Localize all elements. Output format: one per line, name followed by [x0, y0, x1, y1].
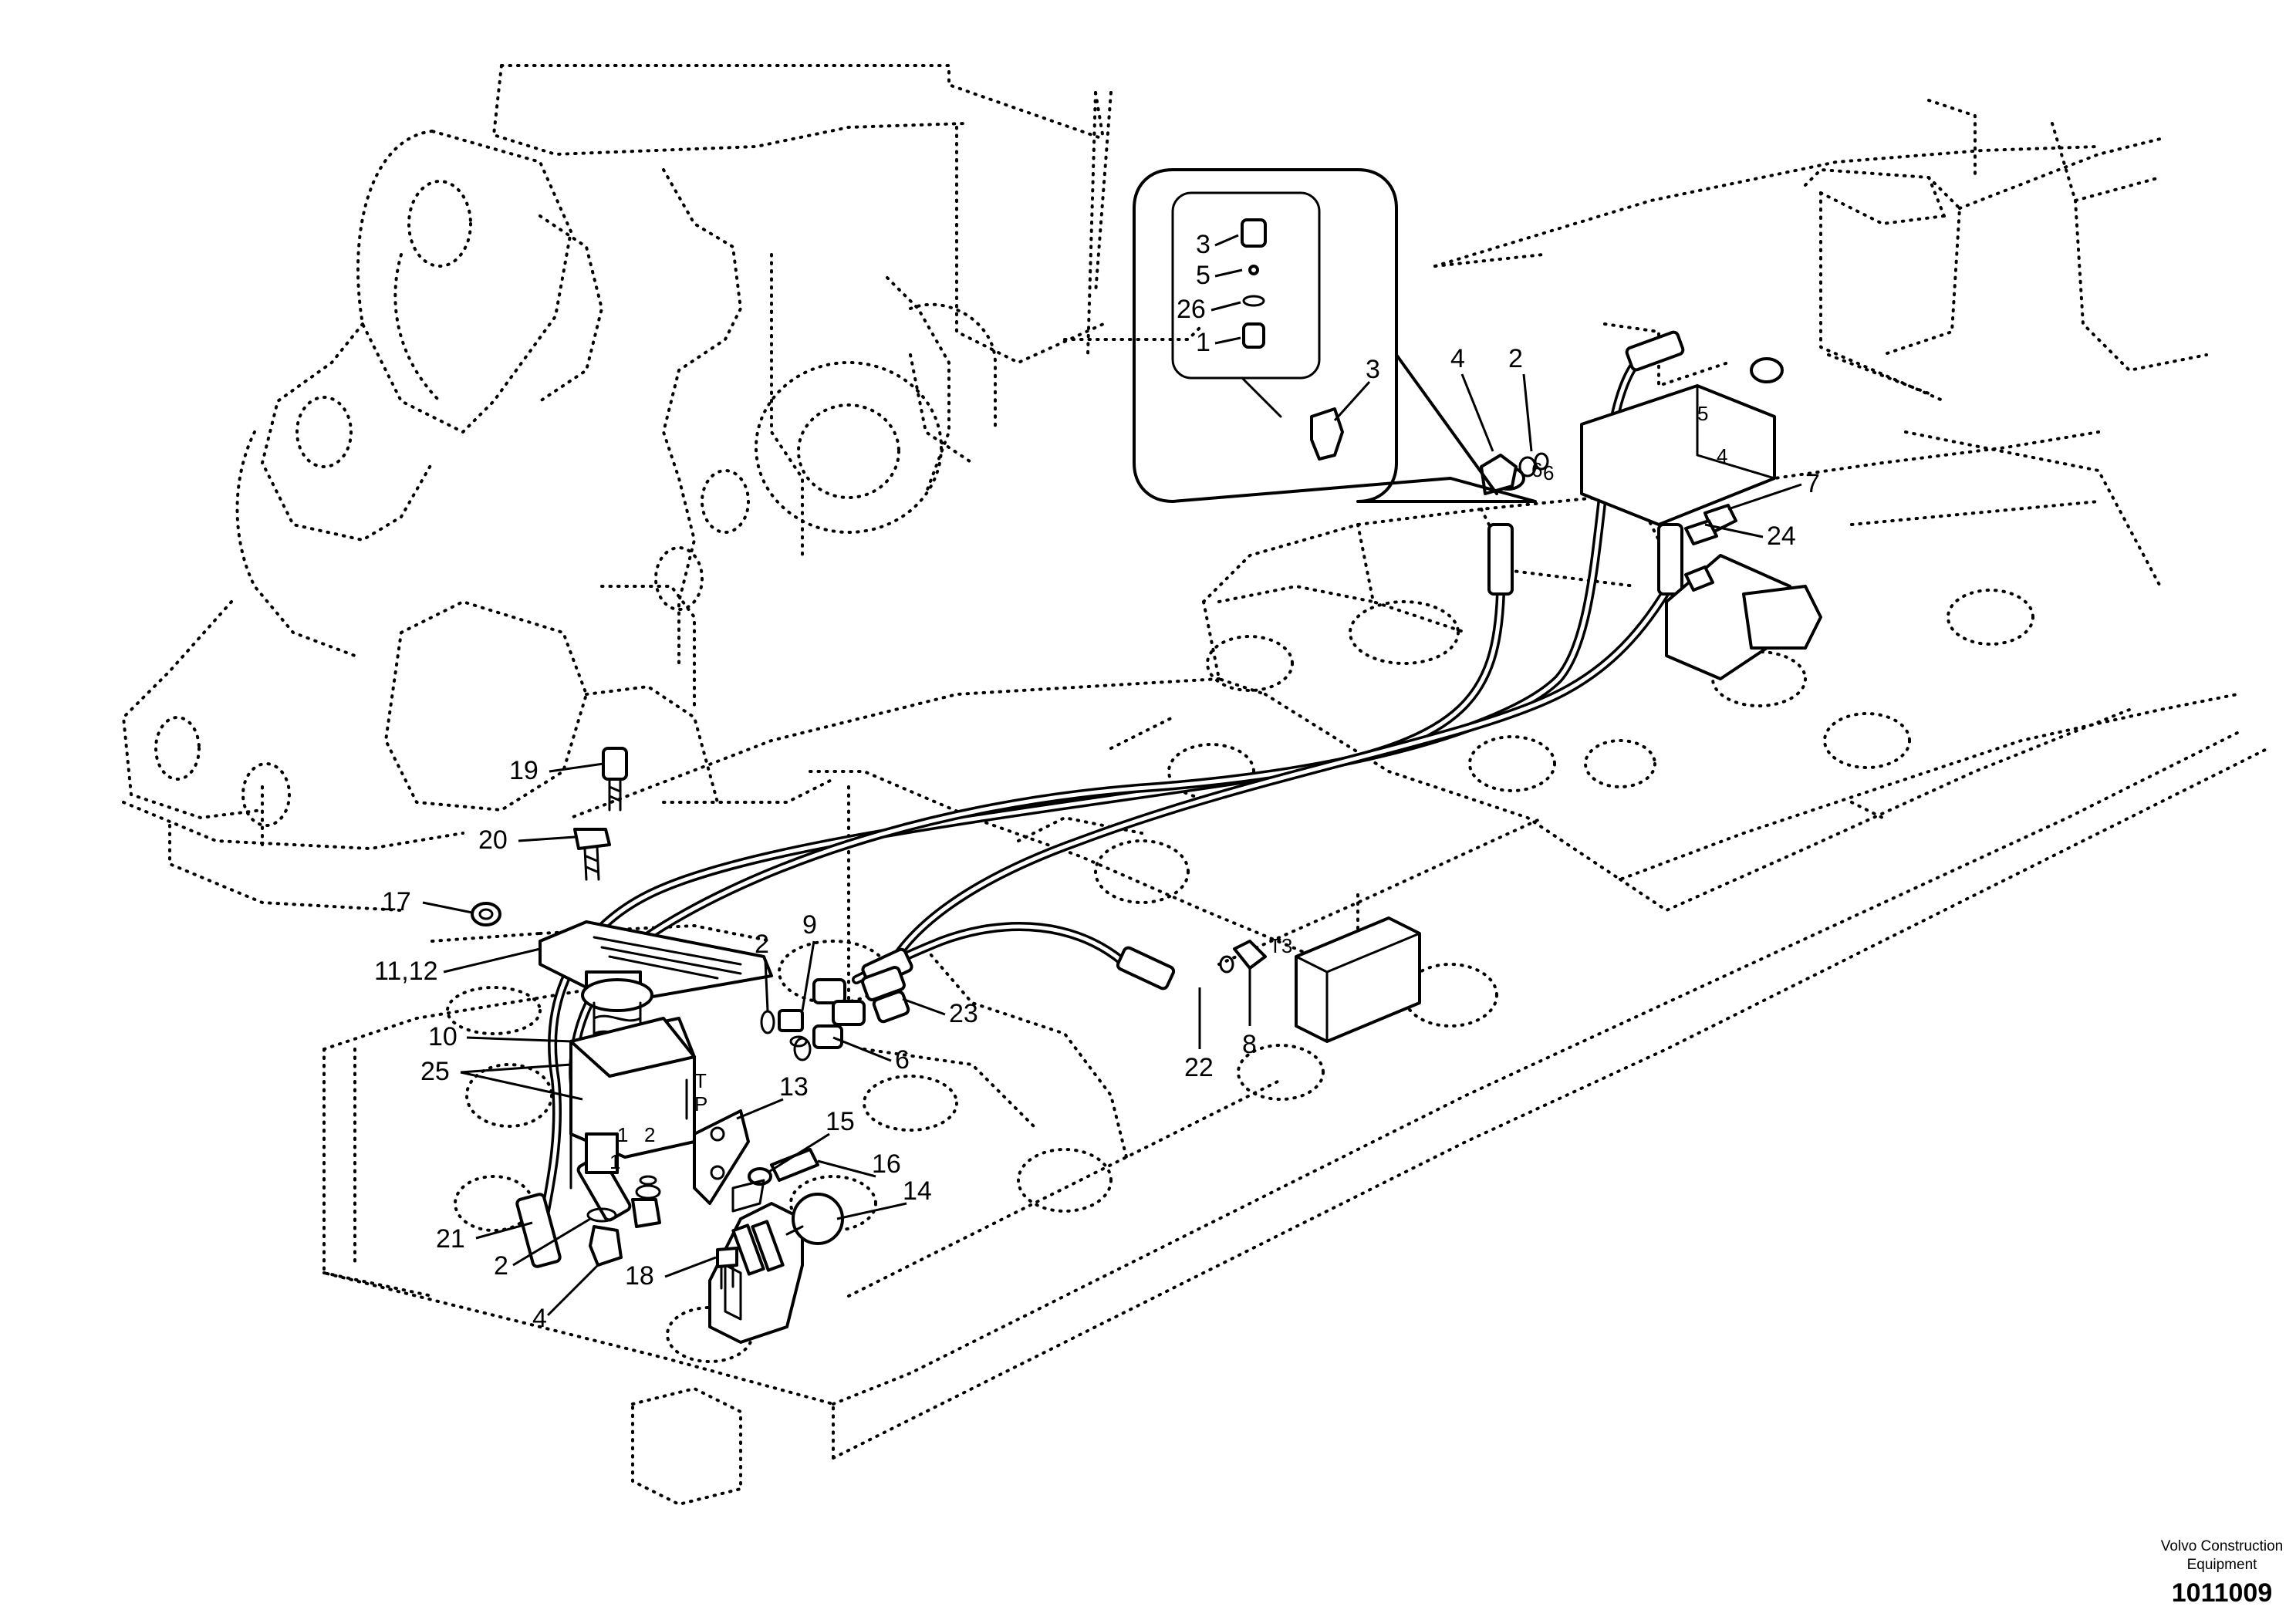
label-2-lower: 2: [494, 1251, 508, 1281]
machine-frame-outline: [122, 64, 2270, 1506]
label-3-inset-lower: 3: [1366, 355, 1380, 384]
port-mark-1-lower: 1: [609, 1150, 620, 1173]
valve-mark-4: 4: [1717, 444, 1727, 467]
label-25: 25: [420, 1057, 450, 1086]
bolt-19: [602, 747, 628, 812]
port-mark-t: T: [694, 1069, 707, 1092]
document-id: 1011009: [2172, 1578, 2273, 1608]
bolt-20: [573, 828, 611, 881]
label-21: 21: [436, 1224, 465, 1254]
label-8: 8: [1242, 1030, 1257, 1059]
lever-bracket-13-18: [693, 1109, 844, 1344]
label-6-middle: 6: [895, 1045, 910, 1075]
label-14: 14: [903, 1176, 932, 1206]
label-24: 24: [1767, 521, 1796, 551]
nut-17: [471, 902, 501, 926]
right-valve-area: [1219, 357, 1822, 1043]
label-15: 15: [826, 1107, 855, 1136]
detail-callout: [1133, 168, 1537, 503]
label-6-upper: 6: [1531, 458, 1542, 481]
label-19: 19: [509, 756, 539, 785]
fittings-left-2-4: [586, 1175, 661, 1267]
label-7: 7: [1805, 469, 1820, 498]
label-2-middle: 2: [755, 930, 769, 959]
port-mark-t3: T3: [1269, 934, 1292, 957]
label-16: 16: [872, 1149, 901, 1179]
label-3-inset-top: 3: [1196, 230, 1210, 259]
label-18: 18: [625, 1261, 654, 1291]
pedal-valve-assembly: T P 1 1 2: [539, 920, 773, 1190]
callout-labels: 3 5 26 1 3 4 2 6 7 24 5 4 6 19 20 17 11,…: [374, 230, 1820, 1333]
brand-line-2: Equipment: [2187, 1557, 2258, 1573]
valve-mark-5: 5: [1697, 402, 1708, 425]
valve-mark-6: 6: [1543, 461, 1554, 484]
label-20: 20: [478, 825, 508, 855]
label-9: 9: [802, 910, 817, 940]
label-1-inset: 1: [1196, 328, 1210, 357]
label-4-lower: 4: [532, 1304, 547, 1333]
port-mark-1-upper: 1: [617, 1123, 628, 1146]
label-22: 22: [1184, 1053, 1214, 1082]
port-mark-p: P: [694, 1092, 707, 1115]
fitting-group-9-23: [760, 966, 910, 1061]
label-2-upper: 2: [1508, 344, 1523, 373]
port-mark-2: 2: [644, 1123, 655, 1146]
label-4-upper: 4: [1450, 344, 1465, 373]
label-11-12: 11,12: [374, 957, 438, 986]
brand-line-1: Volvo Construction: [2161, 1538, 2283, 1554]
label-23: 23: [949, 999, 978, 1028]
label-26-inset: 26: [1177, 295, 1206, 324]
label-13: 13: [779, 1072, 809, 1102]
label-5-inset: 5: [1196, 261, 1210, 290]
label-10: 10: [428, 1022, 458, 1051]
label-17: 17: [382, 887, 411, 916]
